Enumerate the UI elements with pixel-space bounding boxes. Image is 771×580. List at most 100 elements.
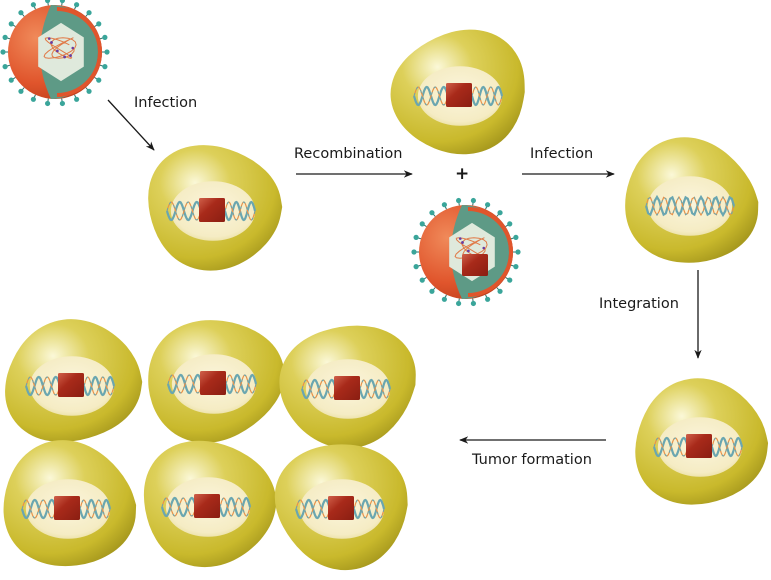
- spike: [74, 2, 80, 8]
- dna-strand: [83, 376, 115, 396]
- spike: [455, 197, 462, 204]
- rna-protein: [461, 241, 464, 244]
- spike: [96, 77, 102, 83]
- rna-protein: [50, 41, 53, 44]
- spike: [441, 296, 447, 302]
- spike: [507, 277, 513, 283]
- envelope-edge: [467, 207, 513, 297]
- spike: [8, 21, 14, 27]
- oncogene: [328, 496, 354, 520]
- rna-protein: [71, 46, 75, 50]
- host-cell-oncogene: [148, 145, 283, 271]
- dna-with-oncogene: [412, 83, 504, 107]
- spike: [419, 277, 425, 283]
- spike: [413, 264, 419, 270]
- spike: [18, 10, 24, 16]
- rna-protein: [63, 55, 66, 59]
- spike: [0, 49, 6, 55]
- envelope-edge: [56, 7, 102, 97]
- spike: [18, 88, 24, 94]
- spike: [102, 34, 108, 40]
- label-tumor-formation: Tumor formation: [472, 452, 592, 468]
- spike: [513, 264, 519, 270]
- oncogene: [462, 254, 488, 276]
- transformed-cell: [635, 378, 769, 505]
- spike: [30, 2, 36, 8]
- spike: [59, 100, 66, 107]
- spike: [102, 64, 108, 70]
- dna-strand: [471, 86, 503, 106]
- dna-strand: [359, 379, 391, 399]
- spike: [485, 296, 491, 302]
- spike: [513, 234, 519, 240]
- spike: [419, 221, 425, 227]
- spike: [413, 234, 419, 240]
- spike: [74, 96, 80, 102]
- oncogene: [58, 373, 84, 397]
- dna-strand: [225, 374, 257, 394]
- viral-rna: [43, 37, 77, 59]
- spike: [44, 100, 51, 107]
- dna-with-oncogene: [20, 496, 112, 520]
- spike: [515, 249, 521, 255]
- viruses-layer: [0, 0, 521, 307]
- spike: [59, 0, 65, 4]
- new-cell: [625, 137, 759, 263]
- oncogene: [199, 198, 225, 222]
- label-infection-1: Infection: [134, 95, 198, 111]
- spike: [497, 288, 503, 294]
- dna-with-oncogene: [652, 434, 744, 458]
- dna-strand: [653, 437, 689, 457]
- dna-strand: [219, 497, 251, 517]
- spike: [86, 10, 92, 16]
- rna-protein: [467, 249, 470, 253]
- rna-protein: [482, 246, 486, 250]
- spike: [470, 197, 477, 204]
- dna-with-oncogene: [300, 376, 392, 400]
- spike: [455, 300, 462, 307]
- spike: [507, 221, 513, 227]
- spike: [429, 288, 435, 294]
- dna-strand: [25, 376, 61, 396]
- dna-strand: [79, 499, 111, 519]
- tumor-cell: [274, 444, 408, 571]
- spike: [86, 88, 92, 94]
- spike: [470, 300, 477, 307]
- spike: [104, 49, 110, 55]
- host-cell-oncogene-copy: [390, 29, 525, 155]
- dna-strand: [21, 499, 57, 519]
- dna-strand: [166, 201, 202, 221]
- dna-strand: [645, 195, 735, 217]
- dna-strand: [413, 86, 449, 106]
- oncogene: [200, 371, 226, 395]
- oncogene: [686, 434, 712, 458]
- tumor-cell: [5, 319, 143, 443]
- cells-layer: [3, 29, 769, 571]
- tumor-cell: [3, 440, 137, 567]
- dna-strand: [301, 379, 337, 399]
- dna-with-oncogene: [294, 496, 386, 520]
- dna-strand: [711, 437, 743, 457]
- rna-protein: [69, 54, 72, 57]
- label-infection-2: Infection: [530, 146, 594, 162]
- spike: [8, 77, 14, 83]
- virus-initial: [0, 0, 110, 107]
- dna-strand: [161, 497, 197, 517]
- label-recombination: Recombination: [294, 146, 403, 162]
- rna-protein: [56, 49, 59, 53]
- recombinant-virus: [411, 197, 521, 307]
- spike: [411, 249, 417, 255]
- spike: [2, 34, 8, 40]
- dna: [644, 194, 736, 218]
- oncogene: [194, 494, 220, 518]
- spike: [45, 0, 51, 4]
- spike: [485, 202, 491, 208]
- dna-strand: [295, 499, 331, 519]
- tumor-cell: [279, 325, 416, 449]
- oncogene: [446, 83, 472, 107]
- arrows-layer: [107, 99, 702, 444]
- arrow-infection-1: [107, 99, 155, 151]
- tumor-cell: [143, 440, 277, 568]
